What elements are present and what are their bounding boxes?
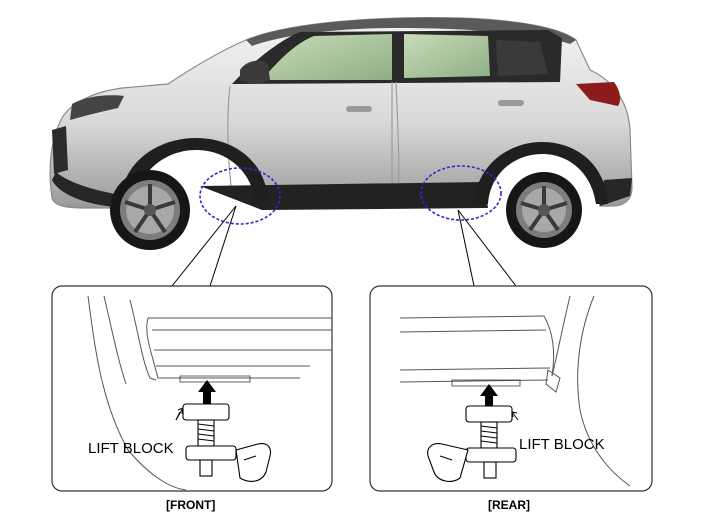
side-sill [200, 182, 488, 210]
up-arrow-icon [480, 384, 498, 406]
car-illustration [49, 17, 633, 250]
front-wheel-arch [120, 138, 268, 206]
rear-lift-block-label: LIFT BLOCK [519, 436, 605, 453]
rear-lift-point-callout [420, 165, 502, 221]
front-lift-point-callout [199, 167, 281, 225]
front-lift-block-label: LIFT BLOCK [88, 440, 174, 457]
front-lower-cladding [52, 172, 128, 208]
tail-lamp [576, 82, 621, 106]
rear-door-handle [498, 100, 524, 106]
rear-window [404, 34, 490, 78]
front-grille [52, 126, 68, 174]
rear-lower-cladding [600, 178, 632, 206]
quarter-window [496, 40, 548, 76]
front-lift-block [182, 403, 272, 482]
front-wheel [110, 170, 190, 250]
rear-caption: [REAR] [488, 498, 530, 512]
front-door-handle [346, 106, 372, 112]
rear-detail-panel [369, 285, 653, 492]
roof-rail [246, 17, 576, 46]
rear-lift-block [427, 405, 517, 482]
front-detail-panel [51, 285, 333, 492]
rear-wheel-arch [474, 142, 608, 204]
up-arrow-icon [198, 380, 216, 404]
rear-wheel [506, 172, 582, 248]
head-lamp [70, 95, 124, 120]
side-mirror [240, 60, 270, 83]
front-caption: [FRONT] [166, 498, 216, 512]
leader-lines [171, 205, 517, 287]
front-window [262, 34, 392, 80]
